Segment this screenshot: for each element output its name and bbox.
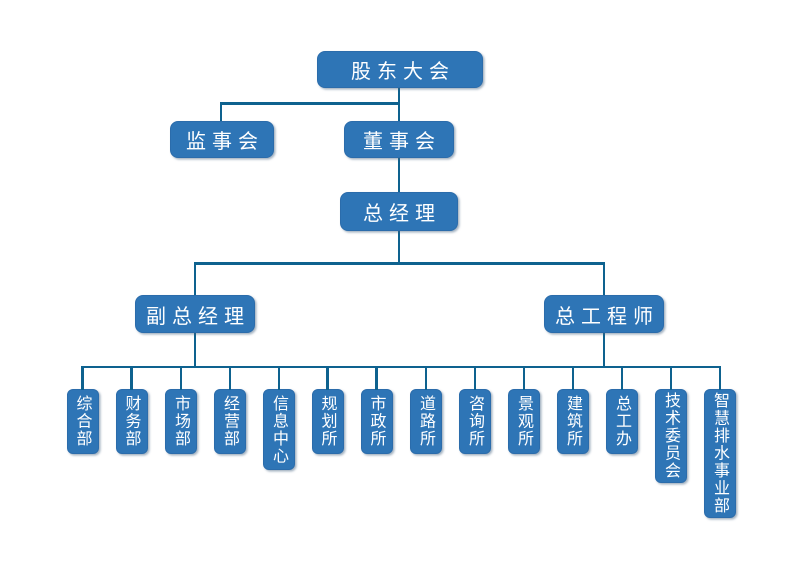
node-label: 总工程师 [555,303,659,328]
connector-department-bus [81,365,722,368]
node-department: 技术委员会 [655,368,687,483]
node-label: 总工办 [613,395,632,448]
connector-deputy-gm-drop [193,262,197,296]
node-deputy-general-manager: 副总经理 [135,295,255,333]
node-label: 景观所 [515,395,534,448]
node-label: 总经理 [363,201,441,225]
node-department: 信息中心 [263,368,295,470]
node-department: 咨询所 [459,368,491,454]
node-label: 综合部 [73,395,93,448]
node-label: 道路所 [417,395,436,448]
node-label: 规划所 [318,395,338,448]
connector-level2-horizontal [219,102,401,105]
connector-general-manager-down [397,230,401,263]
node-department: 智慧排水事业部 [704,368,736,518]
node-department: 市政所 [360,368,393,454]
connector-board-to-general-manager [397,157,401,193]
node-label: 股东大会 [351,59,455,83]
node-label: 技术委员会 [662,392,681,480]
node-label: 经营部 [221,395,240,448]
node-department: 综合部 [66,368,99,454]
connector-level4-horizontal [193,262,606,265]
node-label: 董事会 [363,129,441,153]
node-label: 市政所 [367,395,387,448]
node-label: 咨询所 [466,395,485,448]
connector-chief-engineer-drop [602,262,606,296]
node-label: 信息中心 [270,394,289,465]
node-department: 规划所 [311,368,344,454]
node-shareholders-meeting: 股东大会 [317,51,483,88]
node-label: 市场部 [172,395,191,448]
node-department: 总工办 [606,368,638,454]
node-general-manager: 总经理 [340,192,458,231]
node-department: 景观所 [508,368,540,454]
node-department: 建筑所 [557,368,589,454]
node-department: 经营部 [214,368,246,454]
node-chief-engineer: 总工程师 [544,295,664,333]
node-label: 监事会 [186,129,264,153]
node-board-of-directors: 董事会 [344,121,454,158]
connector-supervisory-board-drop [219,102,223,122]
node-label: 财务部 [122,395,142,448]
connector-deputy-gm-to-bus [193,332,197,367]
connector-chief-engineer-to-bus [602,332,606,367]
node-label: 副总经理 [146,303,250,328]
node-department: 财务部 [115,368,148,454]
node-label: 智慧排水事业部 [711,392,730,515]
node-label: 建筑所 [564,395,583,448]
node-department: 市场部 [165,368,197,454]
connector-shareholders-down [397,87,401,122]
node-supervisory-board: 监事会 [170,121,274,158]
node-department: 道路所 [410,368,442,454]
